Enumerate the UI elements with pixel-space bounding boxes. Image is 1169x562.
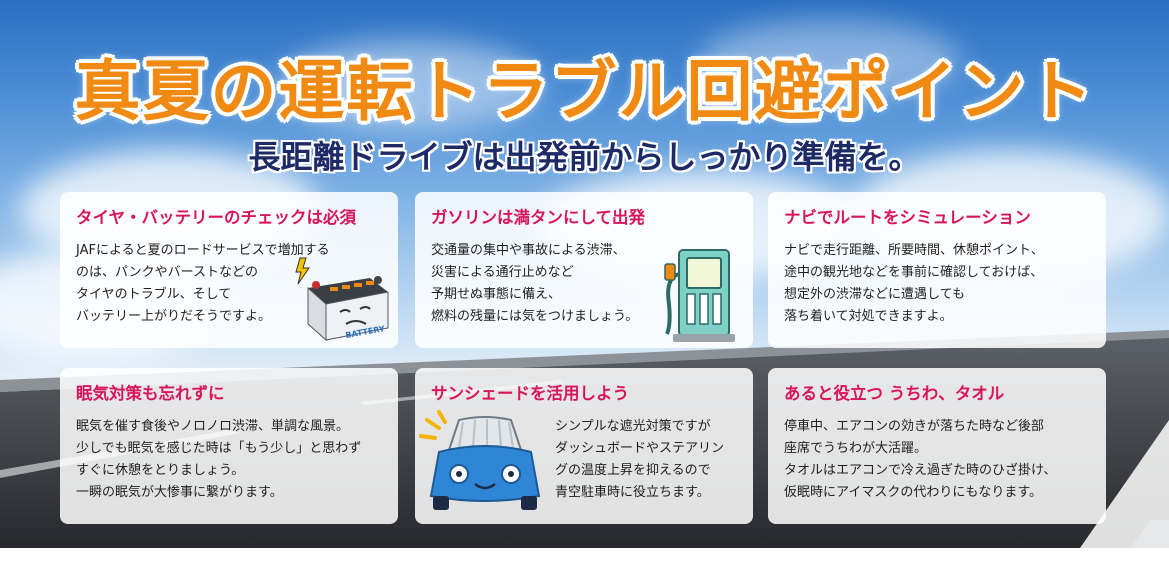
cloud — [700, 20, 960, 100]
car-sunshade-icon — [419, 410, 541, 510]
card-title: 眠気対策も忘れずに — [76, 384, 225, 403]
cloud — [280, 40, 540, 130]
tip-card-fan-towel: あると役立つ うちわ、タオル 停車中、エアコンの効きが落ちた時など後部 座席でう… — [768, 368, 1106, 524]
card-body: ナビで走行距離、所要時間、休憩ポイント、 途中の観光地などを事前に確認しておけば… — [784, 243, 1044, 324]
tip-card-gasoline: ガソリンは満タンにして出発 交通量の集中や事故による渋滞、 災害による通行止めな… — [415, 192, 753, 348]
card-body: 眠気を催す食後やノロノロ渋滞、単調な風景。 少しでも眠気を感じた時は「もう少し」… — [76, 419, 362, 500]
tip-card-tire-battery: タイヤ・バッテリーのチェックは必須 JAFによると夏のロードサービスで増加する … — [60, 192, 398, 348]
card-body: 交通量の集中や事故による渋滞、 災害による通行止めなど 予期せぬ事態に備え、 燃… — [431, 243, 639, 324]
card-title: サンシェードを活用しよう — [431, 384, 629, 403]
tip-card-navigation: ナビでルートをシミュレーション ナビで走行距離、所要時間、休憩ポイント、 途中の… — [768, 192, 1106, 348]
bottom-strip — [0, 548, 1169, 562]
card-body: JAFによると夏のロードサービスで増加する のは、パンクやバーストなどの タイヤ… — [76, 243, 330, 324]
card-body: 停車中、エアコンの効きが落ちた時など後部 座席でうちわが大活躍。 タオルはエアコ… — [784, 419, 1057, 500]
tip-card-sunshade: サンシェードを活用しよう シンプルな遮光対策ですが ダッシュボードやステアリン … — [415, 368, 753, 524]
fuel-pump-icon — [664, 249, 735, 342]
card-body: シンプルな遮光対策ですが ダッシュボードやステアリン グの温度上昇を抑えるので … — [555, 419, 725, 500]
card-title: ナビでルートをシミュレーション — [784, 208, 1031, 227]
battery-icon: BATTERY — [295, 257, 389, 342]
card-title: あると役立つ うちわ、タオル — [784, 384, 1005, 403]
tip-card-drowsiness: 眠気対策も忘れずに 眠気を催す食後やノロノロ渋滞、単調な風景。 少しでも眠気を感… — [60, 368, 398, 524]
card-title: タイヤ・バッテリーのチェックは必須 — [76, 208, 357, 227]
card-title: ガソリンは満タンにして出発 — [431, 208, 646, 227]
page-subtitle: 長距離ドライブは出発前からしっかり準備を。 — [248, 138, 921, 176]
page-title: 真夏の運転トラブル回避ポイント — [74, 53, 1095, 130]
